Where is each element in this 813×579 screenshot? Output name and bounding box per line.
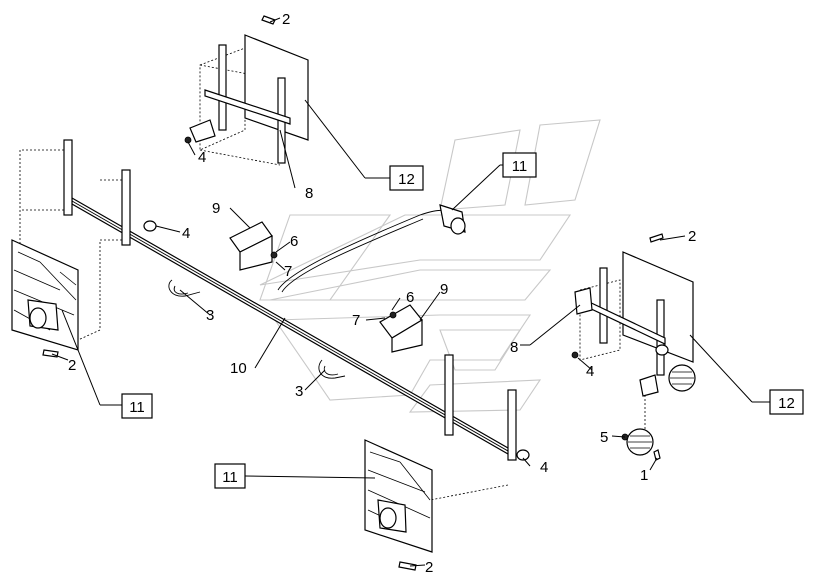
svg-text:12: 12 (398, 171, 415, 188)
svg-text:12: 12 (778, 395, 795, 412)
svg-text:11: 11 (512, 158, 528, 175)
svg-text:11: 11 (222, 469, 238, 486)
callout-6-left: 6 (290, 233, 298, 250)
watermark-logo (259, 119, 601, 413)
callout-4-top: 4 (198, 149, 206, 166)
callout-labels: 2 4 8 9 4 6 7 3 10 3 7 6 9 8 2 4 5 1 2 4… (68, 11, 696, 576)
center-bracket-left (229, 221, 278, 271)
callout-8-right: 8 (510, 339, 518, 356)
callout-5: 5 (600, 429, 608, 446)
boxed-callout-12-top: 12 (389, 165, 424, 191)
boxed-callout-11-left: 11 (121, 393, 153, 419)
svg-text:11: 11 (129, 399, 145, 416)
left-brackets (19, 139, 131, 341)
cable-with-plug (277, 204, 466, 293)
leader-lines (51, 17, 770, 567)
callout-1: 1 (640, 467, 648, 484)
callout-4-bottom: 4 (540, 459, 548, 476)
callout-3-mid: 3 (295, 383, 303, 400)
callout-4-right: 4 (586, 363, 594, 380)
callout-2-right: 2 (688, 228, 696, 245)
nuts (143, 220, 530, 461)
callout-9-left: 9 (212, 200, 220, 217)
callout-2-left: 2 (68, 357, 76, 374)
callout-9-right: 9 (440, 281, 448, 298)
callout-3-left: 3 (206, 307, 214, 324)
bolts (42, 349, 417, 571)
u-bolts (168, 279, 346, 379)
callout-6-right: 6 (406, 289, 414, 306)
bottom-lamp-assembly (364, 439, 433, 553)
callout-2-bottom: 2 (425, 559, 433, 576)
callout-4-left: 4 (182, 225, 190, 242)
top-plate-assembly (184, 15, 309, 166)
callout-8-top: 8 (305, 185, 313, 202)
callout-10: 10 (230, 360, 247, 377)
right-plate-assembly (571, 233, 696, 461)
boxed-callout-11-bottom: 11 (214, 463, 246, 489)
callout-7-left: 7 (284, 263, 292, 280)
boxed-callout-11-top: 11 (502, 152, 537, 178)
callout-7-right: 7 (352, 312, 360, 329)
callout-2-top: 2 (282, 11, 290, 28)
center-bracket-right (379, 304, 423, 353)
left-lamp-assembly (11, 239, 79, 351)
boxed-callout-12-right: 12 (769, 389, 804, 415)
